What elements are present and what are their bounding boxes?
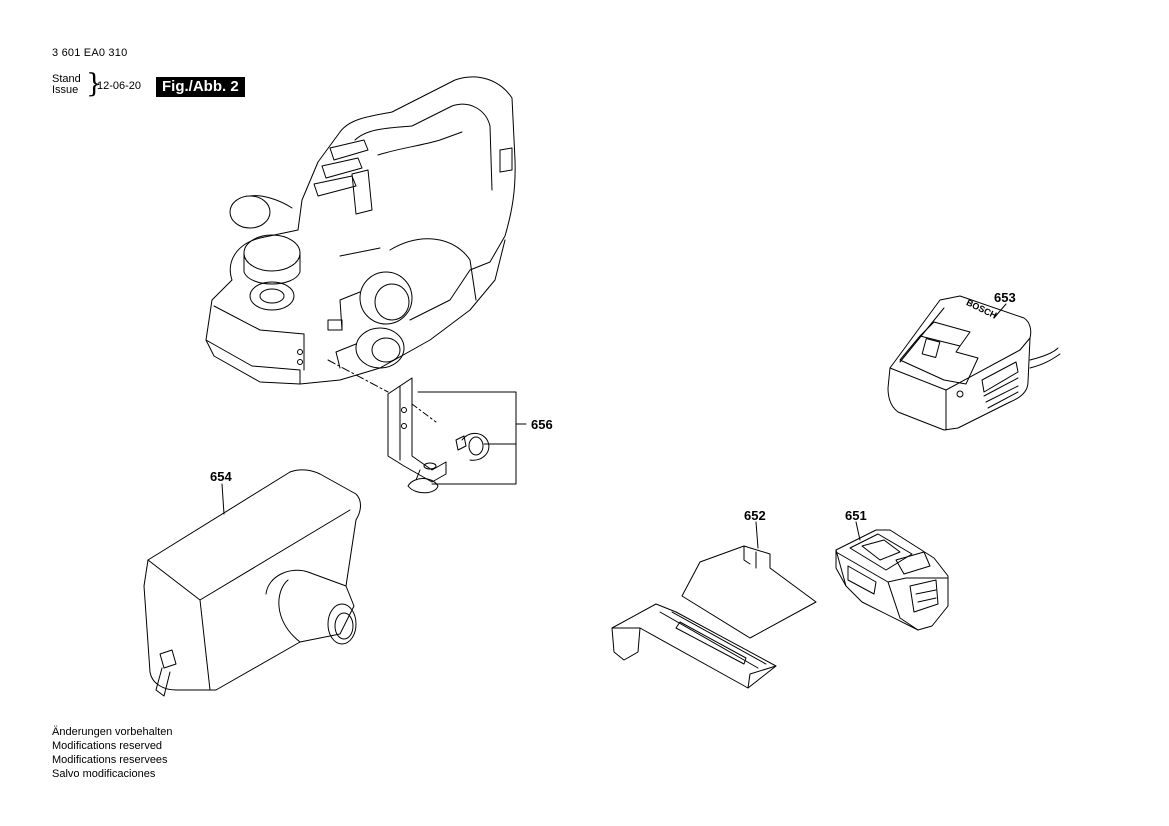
stand-issue-labels: Stand Issue } [52, 71, 103, 97]
issue-label: Issue [52, 84, 79, 96]
part-number-653: 653 [994, 290, 1016, 305]
guide-fence-icon [612, 546, 816, 688]
note-line: Salvo modificaciones [52, 768, 156, 780]
note-line: Modifications reserved [52, 740, 163, 752]
charger-icon: BOSCH [888, 296, 1060, 430]
parallel-guide-bracket-icon [388, 378, 489, 493]
part-number-652: 652 [744, 508, 766, 523]
part-number-654: 654 [210, 469, 232, 484]
stand-label: Stand [52, 73, 81, 85]
brace-glyph: } [86, 69, 103, 99]
planer-body-icon [206, 77, 515, 384]
issue-date: 12-06-20 [97, 80, 142, 92]
battery-pack-icon [836, 530, 948, 630]
figure-label: Fig./Abb. 2 [156, 77, 245, 97]
dust-bag-icon [144, 470, 361, 696]
modifications-notes: Änderungen vorbehalten Modifications res… [52, 725, 172, 781]
part-number-656: 656 [531, 417, 553, 432]
part-number-651: 651 [845, 508, 867, 523]
document-number: 3 601 EA0 310 [52, 47, 128, 59]
note-line: Änderungen vorbehalten [52, 726, 173, 738]
note-line: Modifications reservees [52, 754, 168, 766]
